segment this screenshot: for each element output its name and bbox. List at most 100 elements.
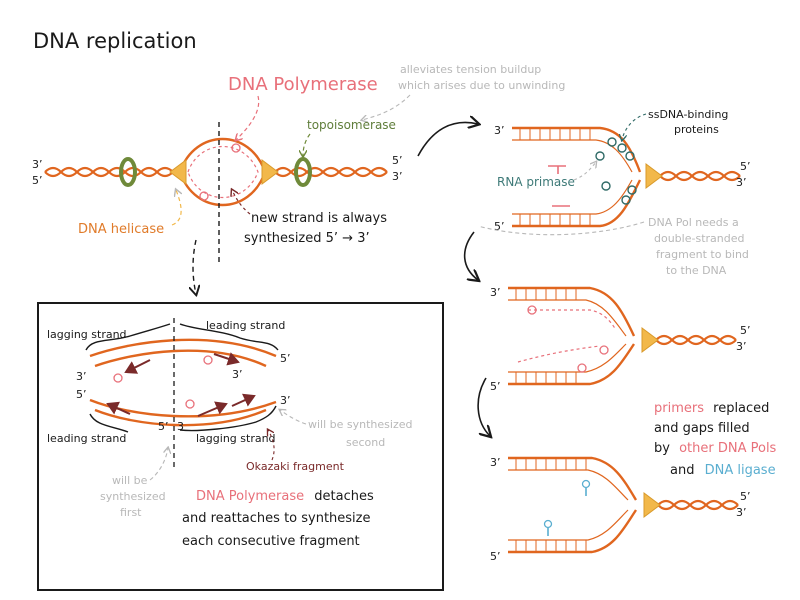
polymerase-dot-icon — [231, 143, 241, 153]
end-label: 3’ — [490, 456, 501, 469]
synthesized-first-pointer — [149, 448, 168, 481]
brace-leading-top — [179, 323, 279, 351]
end-label: 5’ — [740, 490, 751, 503]
ssdna-binding-pointer — [622, 113, 647, 140]
topoisomerase-right-icon — [294, 157, 312, 187]
end-label: 3’ — [736, 340, 747, 353]
dna-pol-note-line-3: fragment to bind — [656, 248, 749, 261]
polymerase-dot-icon — [203, 355, 213, 365]
leading-strand-label-bottom: leading strand — [47, 432, 126, 445]
polymerase-dot-icon — [599, 345, 609, 355]
synthesized-first-line-2: synthesized — [100, 490, 166, 503]
end-label: 3 — [177, 420, 184, 433]
fork2-new-leading — [528, 309, 617, 331]
detach-note-line-1: DNA Polymerase detaches — [196, 489, 374, 504]
brace-lagging-top — [85, 323, 171, 351]
ssb-protein-icon — [621, 195, 631, 205]
end-label: 5’ — [494, 220, 505, 233]
topoisomerase-label: topoisomerase — [307, 118, 396, 132]
ligase-dot-icon — [581, 479, 591, 489]
fork2-bottom-strand-inner — [508, 343, 627, 373]
brace-leading-bottom — [89, 413, 129, 433]
topoisomerase-note-line-2: which arises due to unwinding — [398, 79, 565, 92]
inset-new-strand-bottom — [94, 408, 267, 427]
dna-helicase-pointer — [171, 190, 181, 226]
by-word: by — [654, 441, 670, 456]
detach-note-line-2: and reattaches to synthesize — [182, 511, 371, 526]
replication-bubble — [178, 137, 267, 207]
right-double-helix — [274, 166, 388, 178]
primers-note-line-4: and DNA ligase — [670, 463, 776, 478]
synthesized-first-line-1: will be — [112, 474, 148, 487]
end-label: 3’ — [280, 394, 291, 407]
rna-primase-label: RNA primase — [497, 175, 575, 189]
end-label: 5’ — [740, 324, 751, 337]
end-label: 5’ — [740, 160, 751, 173]
fork1-top-strand — [512, 126, 642, 173]
arrow-panel2-to-panel3 — [477, 377, 490, 436]
fork1-bottom-strand — [512, 179, 642, 228]
end-label: 5’ — [158, 420, 169, 433]
synthesized-second-pointer — [280, 410, 307, 425]
fork-panel-2: 3’ 5’ 5’ 3’ — [490, 286, 751, 393]
fork1-base-pairs — [519, 128, 591, 226]
detach-note-polymerase: DNA Polymerase — [196, 489, 304, 504]
detail-inset-box — [37, 302, 444, 591]
arrow-to-fork-panel — [417, 122, 478, 157]
fork3-base-pairs — [515, 458, 587, 552]
fork3-helix — [657, 499, 739, 511]
polymerase-dot-icon — [185, 399, 195, 409]
helicase-right-icon — [261, 159, 279, 185]
fork1-helix — [659, 170, 741, 182]
fork1-primer — [548, 165, 566, 174]
ssb-protein-icon — [627, 185, 637, 195]
end-label: 5’ — [32, 174, 43, 187]
arrow-panel1-to-panel2 — [463, 231, 478, 280]
fork3-ligase-icon — [547, 488, 587, 536]
inset-bubble: 3’ 5’ 5’ 3’ 3’ 5’ 3 — [76, 318, 291, 470]
polymerase-dot-icon — [199, 191, 209, 201]
replication-bubble-inner — [187, 146, 259, 198]
synthesized-second-line-2: second — [346, 436, 385, 449]
fork2-helix — [655, 334, 737, 346]
dna-pol-note-line-2: double-stranded — [654, 232, 744, 245]
end-label: 5’ — [490, 380, 501, 393]
synthesized-second-line-1: will be synthesized — [308, 418, 412, 431]
topo-note-pointer — [362, 94, 411, 120]
primers-note-line-2: and gaps filled — [654, 421, 750, 436]
dna-polymerase-pointer — [236, 95, 260, 140]
arrow-to-inset — [193, 239, 196, 294]
fork3-bottom-strand-inner — [508, 509, 629, 541]
topoisomerase-pointer — [303, 133, 311, 156]
end-label: 5’ — [392, 154, 403, 167]
and-word: and — [670, 463, 694, 478]
fork1-helicase-icon — [645, 163, 663, 189]
fork2-top-strand — [508, 286, 636, 337]
ssdna-binding-line-2: proteins — [674, 123, 719, 136]
synthesis-arrow — [197, 401, 228, 417]
fork2-base-pairs — [515, 288, 577, 384]
right-double-helix-b — [274, 166, 388, 178]
primers-note-line-1: primers replaced — [654, 401, 769, 416]
fork2-top-strand-inner — [508, 299, 627, 337]
brace-lagging-bottom — [179, 405, 277, 432]
synthesis-arrow — [124, 359, 151, 374]
end-label: 3’ — [736, 176, 747, 189]
rna-primase-pointer — [573, 162, 596, 181]
fork2-bottom-strand — [508, 343, 635, 386]
new-strand-note-line-1: new strand is always — [251, 211, 387, 226]
fork3-helicase-icon — [643, 492, 661, 518]
synthesis-arrow — [231, 393, 256, 407]
leading-strand-label-top: leading strand — [206, 319, 285, 332]
helicase-left-icon — [169, 159, 187, 185]
primers-note-line-3: by other DNA Pols — [654, 441, 777, 456]
polymerase-dot-icon — [527, 305, 537, 315]
end-label: 3’ — [494, 124, 505, 137]
ssb-protein-icon — [625, 151, 635, 161]
other-dna-pols-word: other DNA Pols — [679, 441, 776, 456]
lagging-strand-label-top: lagging strand — [47, 328, 127, 341]
polymerase-dot-icon — [577, 363, 587, 373]
new-strand-note-line-2: synthesized 5’ → 3’ — [244, 231, 370, 246]
topoisomerase-left-icon — [119, 157, 137, 187]
